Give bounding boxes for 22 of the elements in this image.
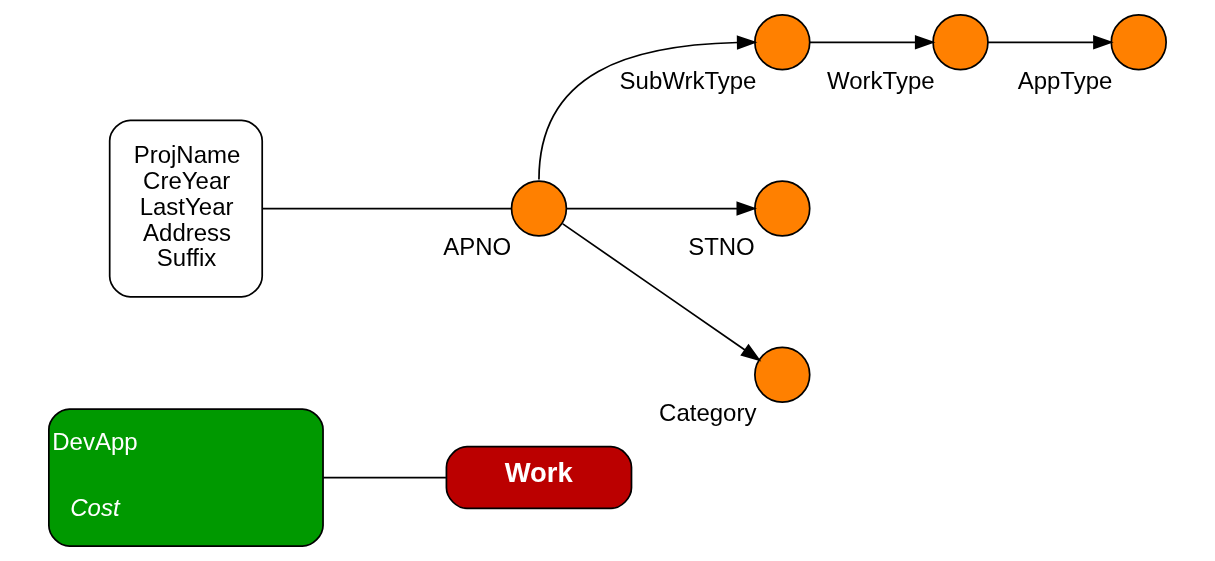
- node-label: SubWrkType: [619, 66, 757, 94]
- node-label: STNO: [688, 233, 755, 261]
- arrow: [808, 35, 936, 50]
- node-circle: [1110, 14, 1167, 71]
- node-label: Category: [659, 399, 757, 427]
- arrow: [987, 35, 1114, 50]
- node-label: WorkType: [827, 66, 935, 94]
- node-circle: [510, 180, 568, 237]
- arrow: [565, 201, 758, 216]
- arrow: [561, 223, 762, 362]
- node-box: Work: [445, 445, 633, 510]
- node-circle: [754, 346, 811, 404]
- node-label: AppType: [1017, 66, 1113, 94]
- arrow: [538, 35, 758, 181]
- node-circle: [932, 14, 989, 71]
- connector: [261, 207, 512, 210]
- connector: [322, 476, 447, 479]
- node-circle: [754, 14, 811, 71]
- node-circle: [754, 180, 811, 237]
- node-box: DevApp Cost: [48, 408, 324, 547]
- node-box: ProjName CreYear LastYear Address Suffix: [108, 119, 264, 298]
- node-label: APNO: [443, 233, 512, 261]
